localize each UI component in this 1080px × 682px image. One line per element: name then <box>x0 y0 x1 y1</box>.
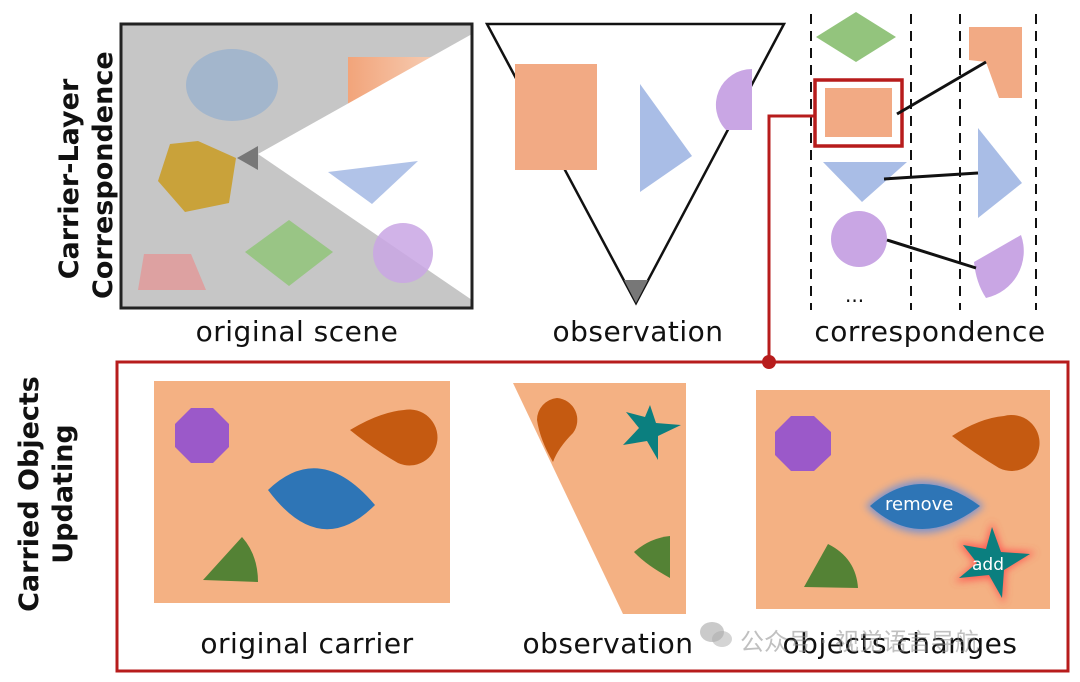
corr-circle <box>831 211 887 267</box>
diamond-shape <box>245 220 333 286</box>
add-label: add <box>972 555 1004 575</box>
caption-observation-top: observation <box>552 315 724 348</box>
original-scene-panel <box>119 22 474 310</box>
bottom-frame <box>115 360 1070 673</box>
wedge-shape <box>203 537 258 582</box>
caption-original-carrier: original carrier <box>200 627 414 660</box>
caption-observation-bottom: observation <box>522 627 694 660</box>
obs-circle-part <box>715 68 752 130</box>
octagon-shape <box>175 408 229 463</box>
connector-line <box>767 114 815 362</box>
obs-rectangle <box>515 64 597 170</box>
triangle-shape <box>328 161 418 204</box>
corr-diamond <box>816 12 896 62</box>
star-added <box>959 527 1030 598</box>
highlight-box <box>813 78 904 148</box>
original-carrier-panel <box>154 381 450 603</box>
obs-star <box>623 405 681 460</box>
observation-top-panel <box>484 22 787 306</box>
row-label-top-line1: Carrier-Layer <box>54 78 85 280</box>
correspondence-panel <box>762 12 1037 369</box>
corr-circle-part <box>974 235 1024 298</box>
teardrop-kept <box>952 414 1040 471</box>
watermark-text: 公众号 · 视觉语言导航 <box>740 628 979 656</box>
row-label-top-line2: Correspondence <box>88 51 119 299</box>
row-label-bottom-line2: Updating <box>48 424 79 564</box>
objects-changes-panel <box>756 390 1050 609</box>
teardrop-shape <box>350 409 438 466</box>
corr-rectangle <box>825 88 892 137</box>
octagon-kept <box>775 416 831 471</box>
observation-bottom-panel <box>513 383 686 614</box>
obs-camera-tip <box>624 280 648 303</box>
obs-triangle <box>640 84 692 192</box>
row-label-bottom-line1: Carried Objects <box>14 376 45 612</box>
corr-ellipsis: ... <box>845 283 865 307</box>
obs-wedge <box>634 536 670 578</box>
leaf-shape <box>268 468 375 530</box>
pentagon-shape <box>158 141 236 212</box>
caption-correspondence: correspondence <box>814 315 1046 348</box>
caption-objects-changes: objects changes <box>782 627 1018 660</box>
row-label-bottom: Carried Objects Updating <box>13 374 81 614</box>
leaf-removed <box>870 484 980 529</box>
trapezoid-shape <box>138 254 206 290</box>
caption-original-scene: original scene <box>195 315 399 348</box>
corr-rect-part <box>969 27 1022 98</box>
wedge-kept <box>804 544 858 588</box>
wechat-icon <box>700 622 732 647</box>
corr-triangle <box>823 162 907 202</box>
ellipse-shape <box>186 49 278 121</box>
circle-shape <box>373 223 433 283</box>
row-label-top: Carrier-Layer Correspondence <box>53 51 121 299</box>
corr-tri-part <box>978 128 1022 218</box>
remove-label: remove <box>885 494 954 515</box>
camera-tip <box>237 146 258 170</box>
obs-teardrop <box>536 398 578 462</box>
